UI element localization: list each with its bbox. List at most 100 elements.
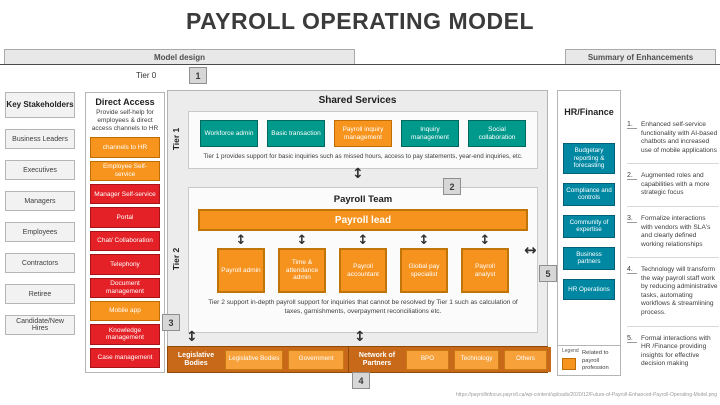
stakeholder-retiree: Retiree bbox=[5, 284, 75, 304]
vertical-arrow-icon: ↕ bbox=[354, 329, 366, 345]
stakeholders-title: Key Stakeholders bbox=[5, 92, 75, 118]
enhancement-number: 4. bbox=[627, 266, 637, 275]
vertical-arrow-icon: ↕ bbox=[352, 166, 364, 182]
callout-badge-5: 5 bbox=[539, 265, 557, 282]
channel-manager-self-service: Manager Self-service bbox=[90, 184, 160, 205]
tab-model-design: Model design bbox=[4, 49, 355, 65]
enhancement-number: 1. bbox=[627, 121, 637, 129]
enhancement-text: Augmented roles and capabilities with a … bbox=[641, 172, 710, 197]
channel-mobile-app: Mobile app bbox=[90, 300, 160, 322]
payroll-team-box: Payroll Team Payroll lead ↕ ↕ ↕ ↕ ↕ Payr… bbox=[188, 187, 538, 333]
channel-case-management: Case management bbox=[90, 347, 160, 368]
channel-chat-collaboration: Chat/ Collaboration bbox=[90, 230, 160, 252]
hr-finance-items: Budgetary reporting & forecasting Compli… bbox=[558, 143, 620, 300]
callout-badge-2: 2 bbox=[443, 178, 461, 195]
callout-badge-3: 3 bbox=[162, 314, 180, 331]
stakeholder-managers: Managers bbox=[5, 191, 75, 211]
partner-technology: Technology bbox=[454, 349, 499, 370]
callout-badge-1: 1 bbox=[189, 67, 207, 84]
enhancement-text: Enhanced self-service functionality with… bbox=[641, 121, 718, 154]
partner-others: Others bbox=[504, 349, 547, 370]
direct-access-description: Provide self-help for employees & direct… bbox=[91, 109, 159, 133]
network-partners-segment: Network of Partners BPO Technology Other… bbox=[349, 347, 551, 372]
tier0-label: Tier 0 bbox=[136, 71, 157, 80]
vertical-arrow-icon: ↕ bbox=[186, 329, 198, 345]
network-of-partners-label: Network of Partners bbox=[358, 351, 396, 367]
enhancement-number: 3. bbox=[627, 215, 637, 223]
payroll-team-title: Payroll Team bbox=[333, 194, 393, 205]
enhancements-list: 1. Enhanced self-service functionality w… bbox=[627, 121, 719, 377]
vertical-arrow-icon: ↕ bbox=[296, 233, 308, 248]
stakeholder-candidate-new-hires: Candidate/New Hires bbox=[5, 315, 75, 335]
channel-knowledge-management: Knowledge management bbox=[90, 324, 160, 345]
tier2-description: Tier 2 support in-depth payroll support … bbox=[208, 299, 518, 316]
hr-operations: HR Operations bbox=[563, 278, 615, 300]
legend-box: Legend Related to payroll profession bbox=[557, 345, 621, 376]
partner-legislative-bodies: Legislative Bodies bbox=[225, 349, 283, 370]
role-payroll-admin: Payroll admin bbox=[217, 248, 265, 293]
stakeholder-employees: Employees bbox=[5, 222, 75, 242]
direct-access-channels: channels to HR Employee Self-service Man… bbox=[90, 137, 160, 368]
partner-government: Government bbox=[288, 349, 344, 370]
vertical-arrow-icon: ↕ bbox=[235, 233, 247, 248]
channel-portal: Portal bbox=[90, 207, 160, 228]
enhancement-item-1: 1. Enhanced self-service functionality w… bbox=[627, 121, 719, 165]
legend-label: Legend bbox=[562, 348, 579, 354]
enhancement-text: Formalize interactions with vendors with… bbox=[641, 214, 711, 248]
role-basic-transaction: Basic transaction bbox=[267, 120, 325, 147]
role-global-pay-specialist: Global pay specialist bbox=[400, 248, 448, 293]
vertical-arrow-icon: ↕ bbox=[479, 233, 491, 248]
legislative-bodies-segment: Legislative Bodies Legislative Bodies Go… bbox=[168, 347, 348, 372]
role-payroll-accountant: Payroll accountant bbox=[339, 248, 387, 293]
payroll-lead-bar: Payroll lead bbox=[198, 209, 528, 231]
partner-bpo: BPO bbox=[406, 349, 449, 370]
role-workforce-admin: Workforce admin bbox=[200, 120, 258, 147]
stakeholder-contractors: Contractors bbox=[5, 253, 75, 273]
stakeholder-executives: Executives bbox=[5, 160, 75, 180]
hr-community-of-expertise: Community of expertise bbox=[563, 214, 615, 238]
legislative-bodies-label: Legislative Bodies bbox=[177, 351, 215, 367]
tab-summary-of-enhancements: Summary of Enhancements bbox=[565, 49, 716, 65]
payroll-team-arrows: ↕ ↕ ↕ ↕ ↕ bbox=[189, 231, 537, 248]
shared-services-title: Shared Services bbox=[318, 95, 397, 106]
tier1-description: Tier 1 provides support for basic inquir… bbox=[203, 153, 523, 160]
callout-badge-4: 4 bbox=[352, 372, 370, 389]
enhancement-item-4: 4. Technology will transform the way pay… bbox=[627, 266, 719, 327]
tier1-roles: Workforce admin Basic transaction Payrol… bbox=[189, 120, 537, 147]
source-url: https://payrollinfocus.payroll.ca/wp-con… bbox=[456, 392, 717, 398]
tier1-box: Workforce admin Basic transaction Payrol… bbox=[188, 111, 538, 169]
stakeholder-business-leaders: Business Leaders bbox=[5, 129, 75, 149]
enhancement-number: 2. bbox=[627, 172, 637, 181]
direct-access-title: Direct Access bbox=[95, 97, 155, 107]
network-of-partners-bar: Legislative Bodies Legislative Bodies Go… bbox=[167, 346, 551, 373]
tier1-label: Tier 1 bbox=[171, 127, 181, 151]
enhancement-number: 5. bbox=[627, 335, 637, 343]
key-stakeholders-column: Key Stakeholders Business Leaders Execut… bbox=[5, 92, 75, 335]
legend-orange-swatch bbox=[562, 358, 576, 370]
enhancement-item-5: 5. Formal interactions with HR /Finance … bbox=[627, 335, 719, 377]
hr-finance-panel: HR/Finance Budgetary reporting & forecas… bbox=[557, 90, 621, 346]
page-title: PAYROLL OPERATING MODEL bbox=[185, 8, 534, 34]
enhancement-item-3: 3. Formalize interactions with vendors w… bbox=[627, 214, 719, 259]
channel-telephony: Telephony bbox=[90, 254, 160, 275]
payroll-team-roles: Payroll admin Time & attendance admin Pa… bbox=[189, 248, 537, 293]
enhancement-item-2: 2. Augmented roles and capabilities with… bbox=[627, 172, 719, 207]
legend-text: Related to payroll profession bbox=[582, 350, 609, 372]
role-payroll-analyst: Payroll analyst bbox=[461, 248, 509, 293]
channel-document-management: Document management bbox=[90, 277, 160, 298]
channel-employee-self-service: Employee Self-service bbox=[90, 160, 160, 182]
hr-business-partners: Business partners bbox=[563, 246, 615, 270]
tier2-label: Tier 2 bbox=[171, 247, 181, 271]
header-divider bbox=[0, 64, 720, 65]
vertical-arrow-icon: ↕ bbox=[418, 233, 430, 248]
shared-services-container: Shared Services Tier 1 Tier 2 Workforce … bbox=[167, 90, 548, 350]
role-time-attendance-admin: Time & attendance admin bbox=[278, 248, 326, 293]
role-inquiry-management: Inquiry management bbox=[401, 120, 459, 147]
enhancement-text: Technology will transform the way payrol… bbox=[641, 266, 718, 316]
channel-channels-to-hr: channels to HR bbox=[90, 137, 160, 158]
hr-compliance-controls: Compliance and controls bbox=[563, 182, 615, 206]
role-payroll-inquiry-management: Payroll inquiry management bbox=[334, 120, 392, 147]
hr-budgetary-reporting: Budgetary reporting & forecasting bbox=[563, 143, 615, 174]
role-social-collaboration: Social collaboration bbox=[468, 120, 526, 147]
vertical-arrow-icon: ↕ bbox=[357, 233, 369, 248]
